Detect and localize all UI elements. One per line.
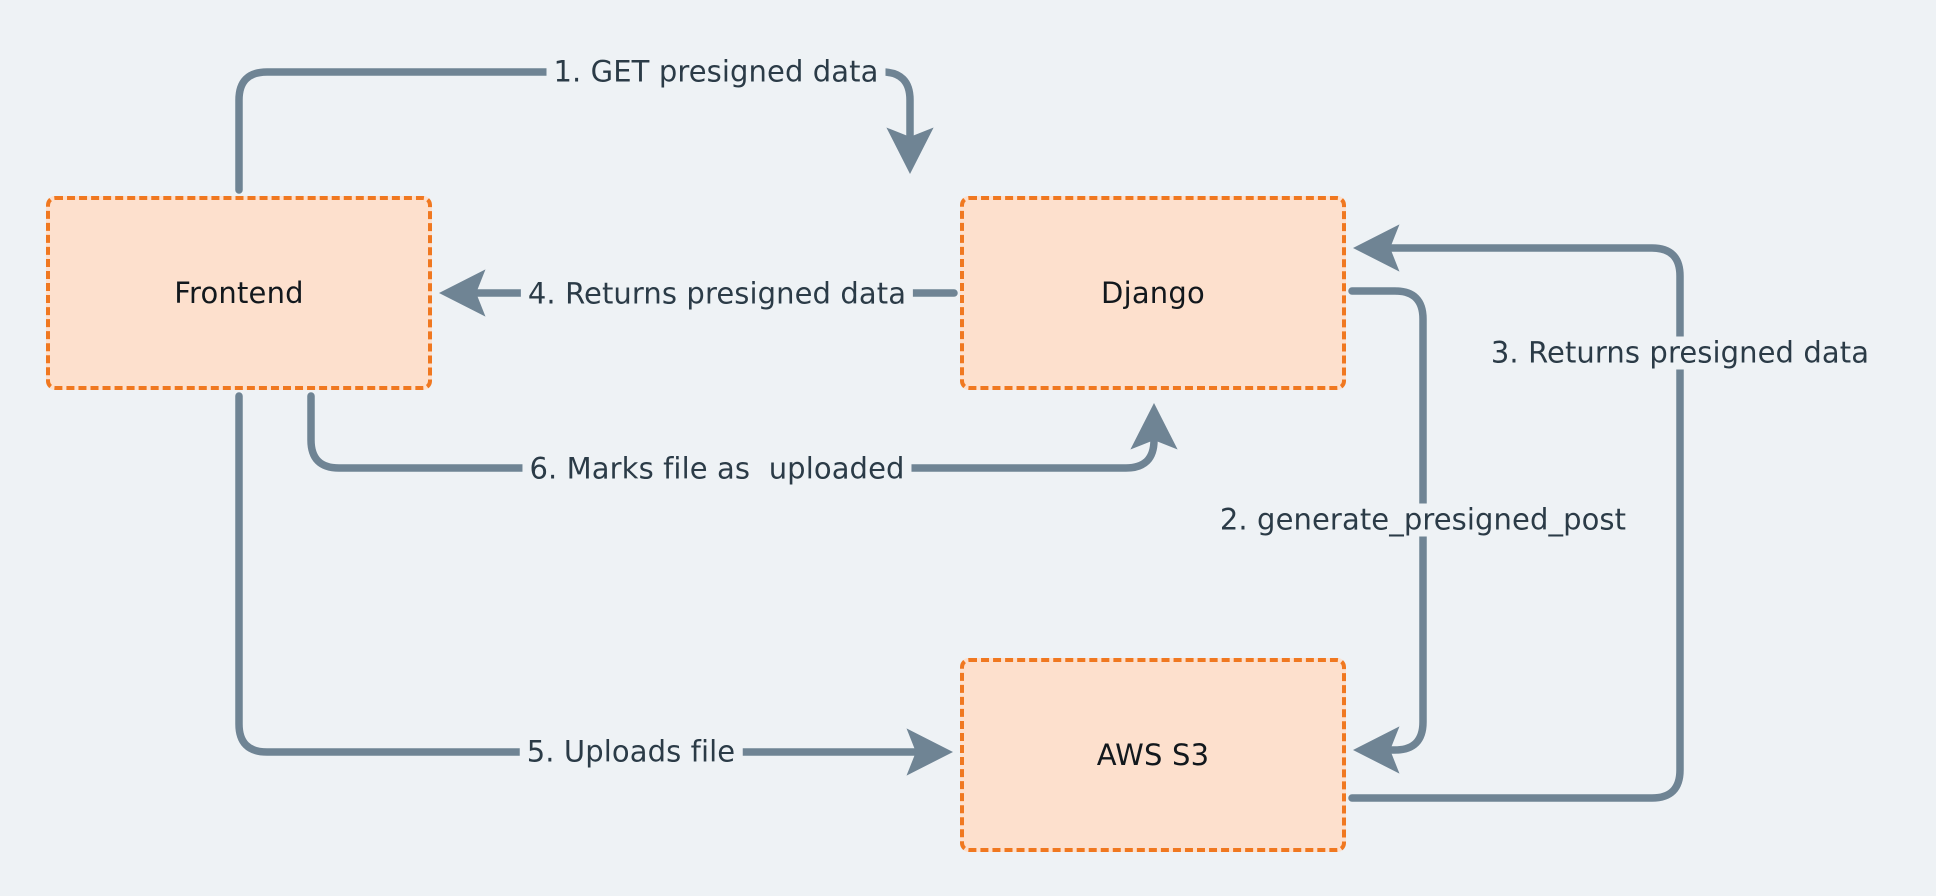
edge-label-1: 1. GET presigned data [546, 55, 886, 89]
edge-label-3: 3. Returns presigned data [1483, 336, 1877, 370]
edge-label-2: 2. generate_presigned_post [1212, 503, 1634, 537]
edge-label-5: 5. Uploads file [519, 735, 743, 769]
node-django-label: Django [1101, 276, 1205, 310]
edge-1-get-presigned-data [235, 68, 934, 194]
edge-label-4: 4. Returns presigned data [520, 277, 914, 311]
node-aws-s3-label: AWS S3 [1096, 738, 1210, 772]
node-aws-s3[interactable]: AWS S3 [960, 658, 1346, 852]
node-frontend-label: Frontend [174, 276, 304, 310]
edge-3-returns-presigned-data [1348, 224, 1684, 802]
edge-label-6: 6. Marks file as uploaded [522, 452, 912, 486]
node-django[interactable]: Django [960, 196, 1346, 390]
node-frontend[interactable]: Frontend [46, 196, 432, 390]
edge-5-uploads-file [235, 392, 954, 776]
